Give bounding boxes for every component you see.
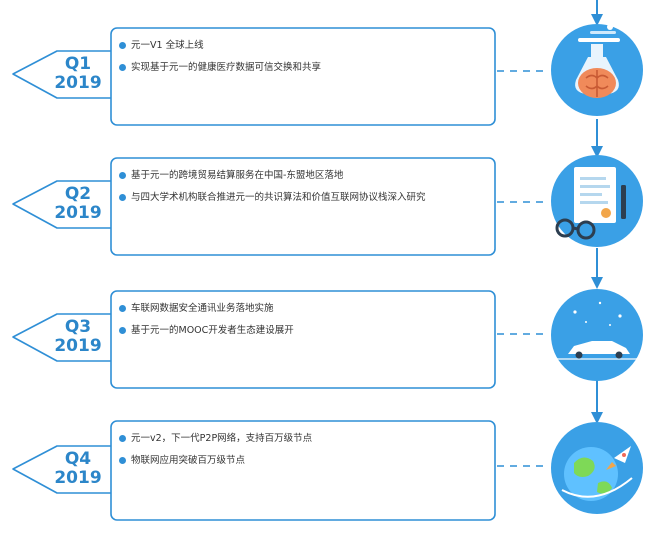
list-item: 基于元一的MOOC开发者生态建设展开 [112, 325, 494, 337]
card-q1: 元一V1 全球上线 实现基于元一的健康医疗数据可信交换和共享 [112, 28, 494, 84]
quarter-year: 2019 [54, 203, 102, 223]
card-q3: 车联网数据安全通讯业务落地实施 基于元一的MOOC开发者生态建设展开 [112, 291, 494, 347]
list-item: 与四大学术机构联合推进元一的共识算法和价值互联网协议栈深入研究 [112, 192, 494, 204]
card-q2: 基于元一的跨境贸易结算服务在中国-东盟地区落地 与四大学术机构联合推进元一的共识… [112, 158, 494, 214]
list-item: 车联网数据安全通讯业务落地实施 [112, 303, 494, 315]
bullet-dot [119, 435, 126, 442]
quarter-name: Q1 [64, 54, 92, 74]
bullet-dot [119, 42, 126, 49]
bullet-text: 与四大学术机构联合推进元一的共识算法和价值互联网协议栈深入研究 [131, 192, 426, 203]
bullet-text: 车联网数据安全通讯业务落地实施 [131, 303, 274, 314]
list-item: 元一v2，下一代P2P网络，支持百万级节点 [112, 433, 494, 445]
bullet-text: 元一V1 全球上线 [131, 40, 204, 51]
bullet-text: 基于元一的MOOC开发者生态建设展开 [131, 325, 294, 336]
sports-car-icon [551, 289, 643, 381]
quarter-label-q2: Q2 2019 [40, 185, 116, 223]
bullet-text: 实现基于元一的健康医疗数据可信交换和共享 [131, 62, 322, 73]
quarter-year: 2019 [54, 468, 102, 488]
brain-flask-icon [551, 24, 643, 116]
list-item: 元一V1 全球上线 [112, 40, 494, 52]
list-item: 物联网应用突破百万级节点 [112, 455, 494, 467]
bullet-dot [119, 64, 126, 71]
quarter-name: Q3 [64, 317, 92, 337]
quarter-label-q4: Q4 2019 [40, 450, 116, 488]
quarter-label-q3: Q3 2019 [40, 318, 116, 356]
bullet-text: 元一v2，下一代P2P网络，支持百万级节点 [131, 433, 313, 444]
quarter-name: Q4 [64, 449, 92, 469]
bullet-dot [119, 305, 126, 312]
list-item: 基于元一的跨境贸易结算服务在中国-东盟地区落地 [112, 170, 494, 182]
quarter-label-q1: Q1 2019 [40, 55, 116, 93]
bullet-text: 基于元一的跨境贸易结算服务在中国-东盟地区落地 [131, 170, 344, 181]
bullet-dot [119, 327, 126, 334]
bullet-dot [119, 457, 126, 464]
list-item: 实现基于元一的健康医疗数据可信交换和共享 [112, 62, 494, 74]
bullet-dot [119, 194, 126, 201]
quarter-name: Q2 [64, 184, 92, 204]
bullet-dot [119, 172, 126, 179]
quarter-year: 2019 [54, 336, 102, 356]
card-q4: 元一v2，下一代P2P网络，支持百万级节点 物联网应用突破百万级节点 [112, 421, 494, 477]
document-glasses-icon [551, 155, 643, 247]
quarter-year: 2019 [54, 73, 102, 93]
globe-rocket-icon [551, 422, 643, 514]
bullet-text: 物联网应用突破百万级节点 [131, 455, 246, 466]
